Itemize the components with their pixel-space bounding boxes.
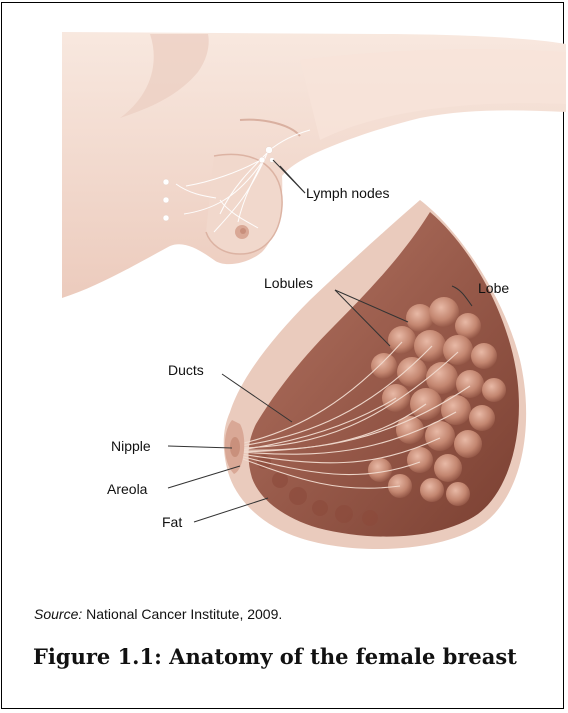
label-lymph-nodes: Lymph nodes xyxy=(306,185,390,201)
label-fat: Fat xyxy=(162,514,182,530)
label-lobe: Lobe xyxy=(478,280,509,296)
label-ducts: Ducts xyxy=(168,362,204,378)
label-nipple: Nipple xyxy=(111,438,151,454)
label-areola: Areola xyxy=(107,481,148,497)
figure-caption: Figure 1.1: Anatomy of the female breast xyxy=(33,644,517,669)
label-lobules: Lobules xyxy=(264,275,313,291)
source-note: Source: National Cancer Institute, 2009. xyxy=(34,606,282,622)
cross-section-illustration xyxy=(224,200,526,549)
source-text: National Cancer Institute, 2009. xyxy=(82,606,282,622)
torso-illustration xyxy=(62,32,566,298)
source-prefix: Source: xyxy=(34,606,82,622)
